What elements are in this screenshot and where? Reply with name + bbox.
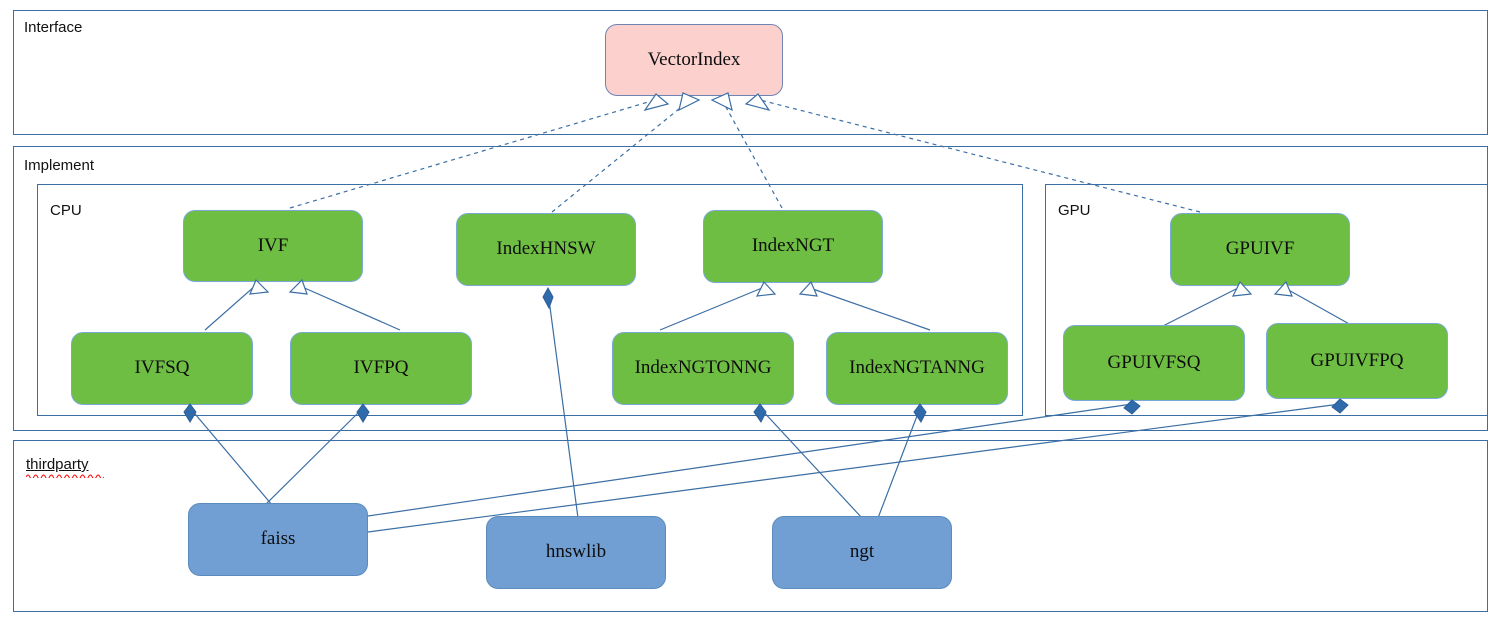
node-gpuivfsq-label: GPUIVFSQ: [1107, 351, 1201, 373]
node-ivfpq-label: IVFPQ: [353, 357, 409, 379]
group-gpu-label: GPU: [1058, 202, 1091, 219]
node-ivfsq-label: IVFSQ: [134, 357, 190, 379]
node-indexhnsw-label: IndexHNSW: [496, 238, 596, 260]
spellcheck-squiggle-icon: [26, 474, 104, 478]
node-ivfpq[interactable]: IVFPQ: [290, 332, 472, 405]
group-thirdparty-label: thirdparty: [26, 456, 89, 473]
node-gpuivf[interactable]: GPUIVF: [1170, 213, 1350, 286]
node-vectorindex-label: VectorIndex: [647, 48, 741, 70]
node-vectorindex[interactable]: VectorIndex: [605, 24, 783, 96]
node-indexhnsw[interactable]: IndexHNSW: [456, 213, 636, 286]
group-implement-label: Implement: [24, 157, 95, 174]
node-ivfsq[interactable]: IVFSQ: [71, 332, 253, 405]
node-gpuivfpq-label: GPUIVFPQ: [1310, 349, 1404, 371]
group-cpu-label: CPU: [50, 202, 82, 219]
node-indexngt-label: IndexNGT: [751, 235, 835, 257]
node-indexngtonng[interactable]: IndexNGTONNG: [612, 332, 794, 405]
node-indexngt[interactable]: IndexNGT: [703, 210, 883, 283]
node-ivf-label: IVF: [257, 234, 289, 256]
node-ngt-label: ngt: [849, 541, 875, 563]
node-faiss-label: faiss: [260, 528, 296, 550]
group-interface-label: Interface: [24, 19, 83, 36]
node-hnswlib[interactable]: hnswlib: [486, 516, 666, 589]
node-faiss[interactable]: faiss: [188, 503, 368, 576]
node-gpuivfsq[interactable]: GPUIVFSQ: [1063, 325, 1245, 401]
node-indexngtonng-label: IndexNGTONNG: [634, 357, 772, 379]
node-indexngtanng-label: IndexNGTANNG: [849, 357, 985, 379]
node-ivf[interactable]: IVF: [183, 210, 363, 282]
node-gpuivf-label: GPUIVF: [1225, 238, 1295, 260]
node-indexngtanng[interactable]: IndexNGTANNG: [826, 332, 1008, 405]
node-hnswlib-label: hnswlib: [545, 541, 607, 563]
node-ngt[interactable]: ngt: [772, 516, 952, 589]
node-gpuivfpq[interactable]: GPUIVFPQ: [1266, 323, 1448, 399]
